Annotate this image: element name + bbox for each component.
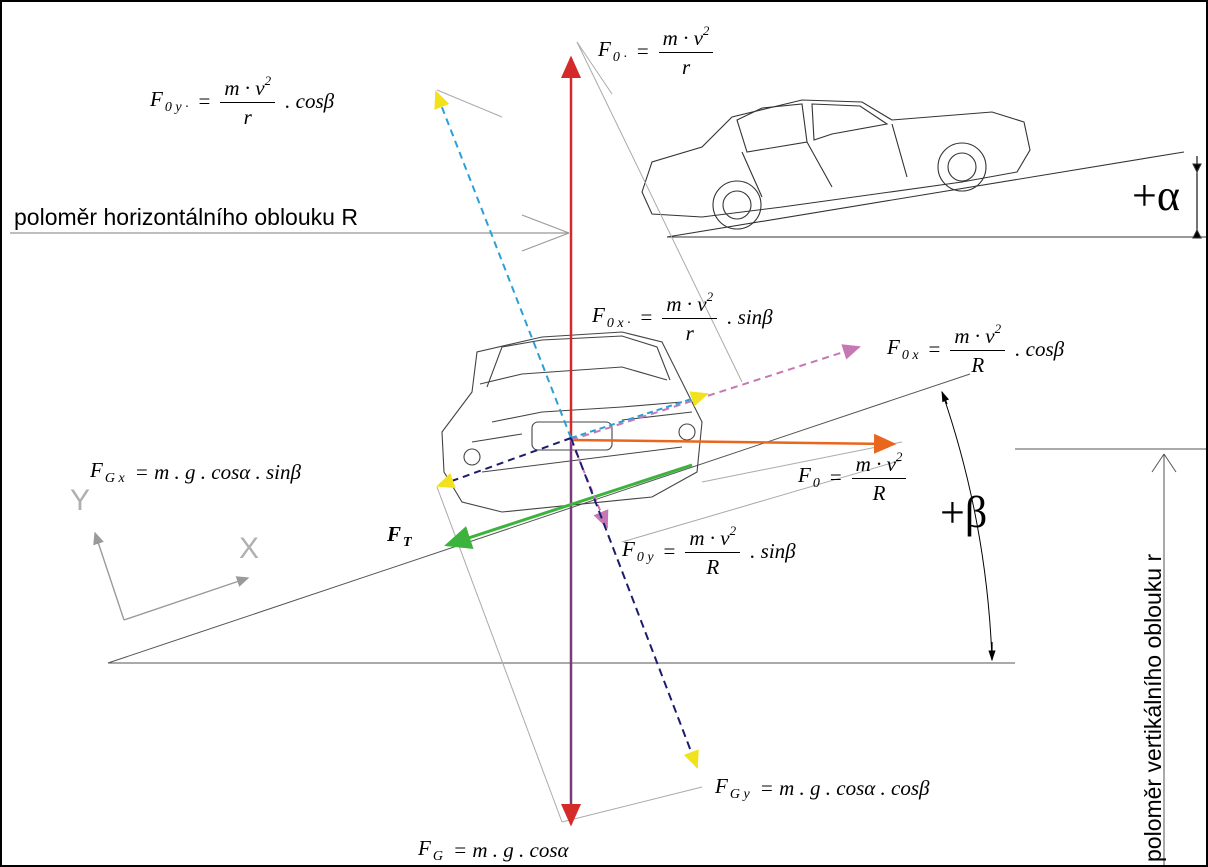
vertical-radius-label: poloměr vertikálního oblouku r bbox=[1140, 553, 1166, 862]
f0x-prime-vector bbox=[570, 391, 709, 439]
horizontal-radius-label: poloměr horizontálního oblouku R bbox=[14, 204, 358, 230]
horizontal-radius-line bbox=[10, 214, 570, 252]
axis-x-label: X bbox=[239, 532, 260, 565]
f0-vector bbox=[570, 433, 897, 454]
f0y-prime-vector bbox=[434, 90, 572, 439]
construction-lines bbox=[436, 41, 903, 823]
alpha-label: +α bbox=[1132, 171, 1180, 220]
vertical-radius-line bbox=[1151, 453, 1177, 865]
beta-angle-dimension bbox=[941, 390, 996, 662]
car-side-view bbox=[641, 99, 1206, 239]
road-slope-lines bbox=[107, 373, 1206, 664]
axis-y-label: Y bbox=[70, 484, 91, 517]
fgy-vector bbox=[570, 437, 699, 769]
fgx-vector bbox=[436, 437, 572, 489]
xy-axes bbox=[93, 531, 250, 621]
ft-vector bbox=[444, 463, 693, 549]
f0x-vector bbox=[570, 344, 861, 441]
beta-label: +β bbox=[940, 488, 988, 537]
